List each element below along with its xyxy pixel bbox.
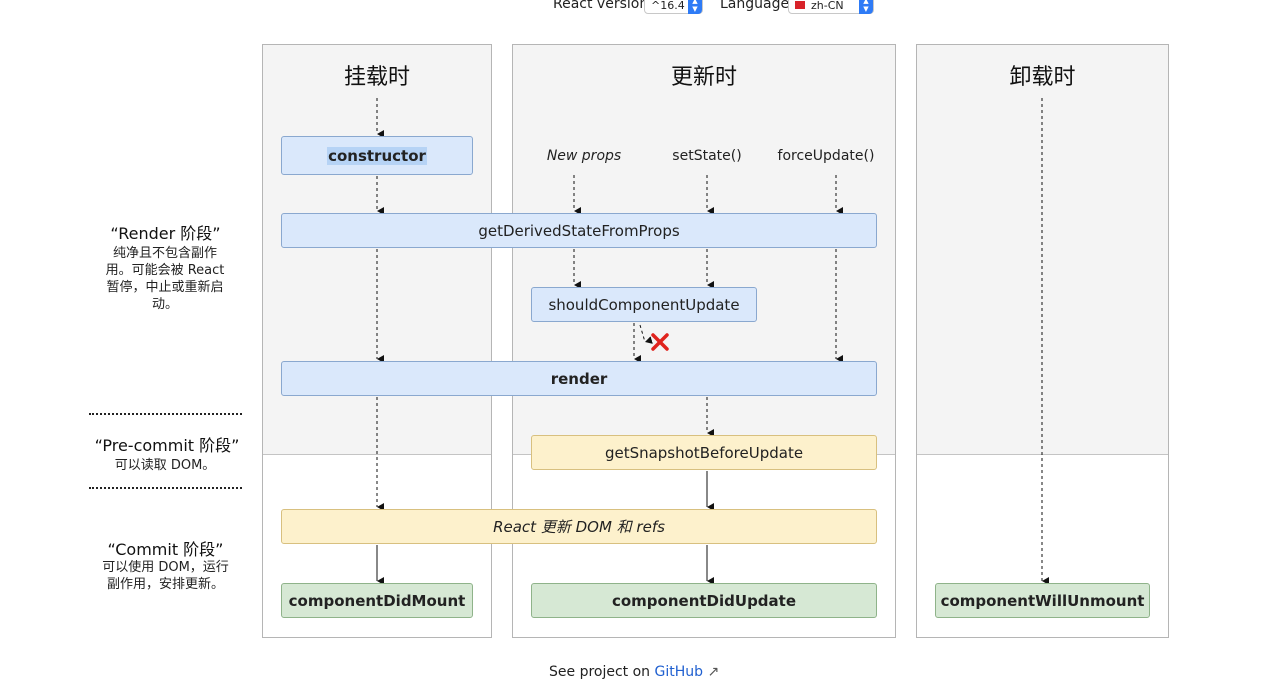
- trigger-force-update: forceUpdate(): [777, 148, 875, 164]
- trigger-set-state: setState(): [672, 148, 742, 164]
- language-label: Language: [720, 0, 790, 12]
- language-value: zh-CN: [811, 0, 844, 12]
- mounting-column: 挂载时: [262, 44, 492, 638]
- mounting-title: 挂载时: [343, 65, 410, 90]
- render-phase-title: “Render 阶段”: [110, 224, 221, 243]
- updating-title: 更新时: [670, 65, 737, 90]
- trigger-new-props: New props: [546, 148, 622, 164]
- react-version-select[interactable]: ^16.4 ▲▼: [644, 0, 703, 14]
- react-version-label: React version: [553, 0, 649, 12]
- commit-phase-title: “Commit 阶段”: [107, 540, 224, 559]
- component-did-update-box: componentDidUpdate: [531, 583, 877, 618]
- language-select[interactable]: zh-CN ▲▼: [788, 0, 874, 14]
- get-derived-state-box: getDerivedStateFromProps: [281, 213, 877, 248]
- footer-text: See project on: [549, 664, 651, 680]
- select-arrows-icon: ▲▼: [859, 0, 873, 14]
- select-arrows-icon: ▲▼: [688, 0, 702, 14]
- react-version-value: ^16.4: [651, 0, 685, 12]
- external-link-icon: ↗: [707, 664, 720, 680]
- precommit-phase-title: “Pre-commit 阶段”: [94, 436, 240, 455]
- unmounting-column: 卸载时: [916, 44, 1169, 638]
- footer: See project on GitHub ↗: [549, 664, 719, 680]
- precommit-phase-desc: 可以读取 DOM。: [114, 458, 216, 473]
- get-snapshot-box: getSnapshotBeforeUpdate: [531, 435, 877, 470]
- unmounting-title: 卸载时: [1009, 65, 1076, 90]
- github-link[interactable]: GitHub: [654, 664, 704, 680]
- react-updates-dom-box: React 更新 DOM 和 refs: [281, 509, 877, 544]
- phase-divider: [89, 487, 242, 489]
- updating-column: 更新时: [512, 44, 896, 638]
- flag-icon: [795, 1, 805, 9]
- component-did-mount-box: componentDidMount: [281, 583, 473, 618]
- should-component-update-box: shouldComponentUpdate: [531, 287, 757, 322]
- component-will-unmount-box: componentWillUnmount: [935, 583, 1150, 618]
- constructor-label: constructor: [327, 146, 427, 165]
- phase-divider: [89, 413, 242, 415]
- constructor-box: constructor: [281, 136, 473, 175]
- commit-phase-desc: 可以使用 DOM，运行 副作用，安排更新。: [102, 560, 229, 592]
- render-box: render: [281, 361, 877, 396]
- render-phase-desc: 纯净且不包含副作 用。可能会被 React 暂停，中止或重新启 动。: [105, 246, 225, 312]
